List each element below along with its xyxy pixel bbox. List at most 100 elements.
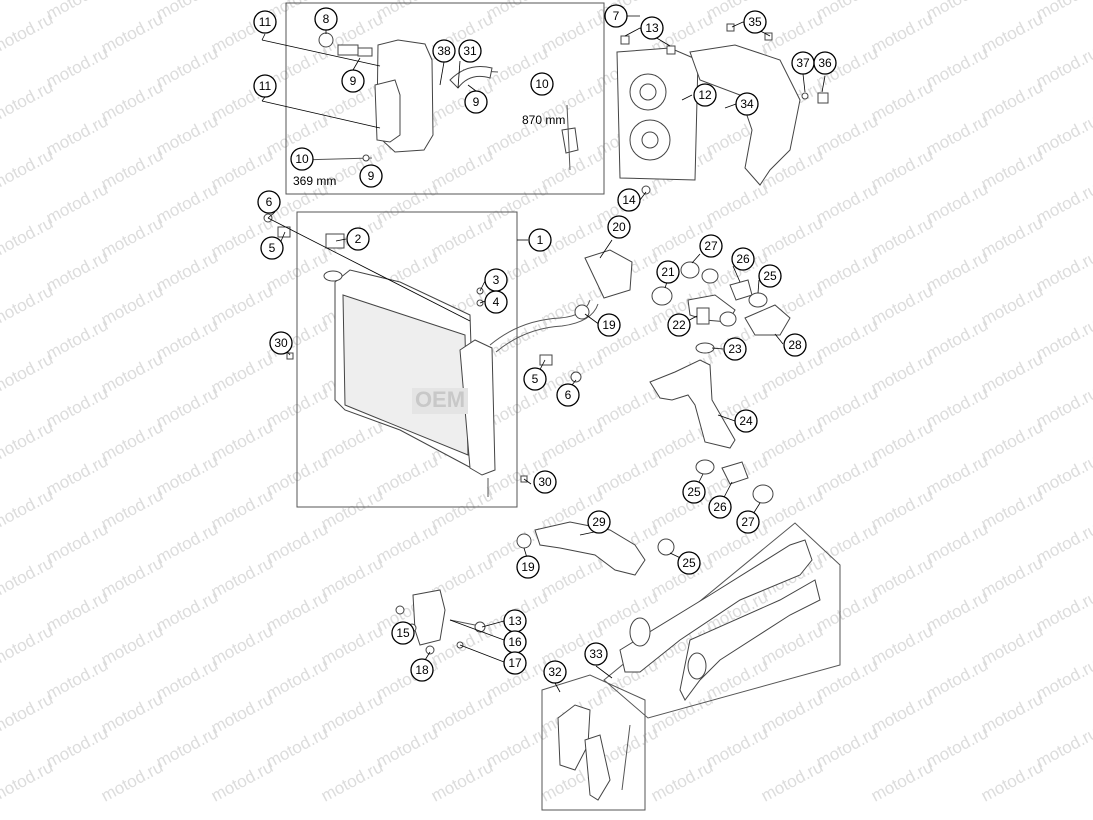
callout[interactable]: 34	[735, 92, 759, 116]
watermark-text: motod.ru	[43, 247, 111, 295]
watermark-text: motod.ru	[923, 723, 991, 771]
callout[interactable]: 4	[484, 290, 508, 314]
callout[interactable]: 30	[269, 331, 293, 355]
callout-number: 9	[350, 74, 357, 88]
callout-number: 11	[259, 79, 272, 93]
watermark-text: motod.ru	[648, 757, 716, 805]
callout[interactable]: 10	[530, 72, 554, 96]
watermark-text: motod.ru	[263, 655, 331, 703]
callout-number: 25	[687, 485, 701, 499]
callout-number: 7	[613, 9, 620, 23]
callout-number: 13	[508, 614, 522, 628]
watermark-text: motod.ru	[538, 553, 606, 601]
watermark-text: motod.ru	[538, 417, 606, 465]
watermark-text: motod.ru	[978, 553, 1046, 601]
callout[interactable]: 30	[533, 470, 557, 494]
callout[interactable]: 15	[391, 621, 415, 645]
watermark-text: motod.ru	[0, 281, 56, 329]
callout[interactable]: 6	[257, 190, 281, 214]
watermark-text: motod.ru	[868, 145, 936, 193]
callout[interactable]: 37	[791, 51, 815, 75]
watermark-text: motod.ru	[923, 247, 991, 295]
callout[interactable]: 5	[523, 367, 547, 391]
callout[interactable]: 9	[341, 69, 365, 93]
watermark-text: motod.ru	[373, 0, 441, 24]
callout[interactable]: 21	[656, 260, 680, 284]
expansion-tank-part	[299, 32, 579, 171]
callout-number: 9	[368, 169, 375, 183]
watermark-text: motod.ru	[153, 655, 221, 703]
watermark-text: motod.ru	[318, 689, 386, 737]
callout[interactable]: 8	[314, 7, 338, 31]
watermark-text: motod.ru	[208, 349, 276, 397]
callout[interactable]: 24	[734, 409, 758, 433]
watermark-text: motod.ru	[648, 689, 716, 737]
callout[interactable]: 26	[731, 247, 755, 271]
watermark-text: motod.ru	[978, 281, 1046, 329]
callout[interactable]: 2	[346, 227, 370, 251]
callout[interactable]: 17	[503, 651, 527, 675]
callout[interactable]: 6	[556, 383, 580, 407]
callout[interactable]: 13	[640, 16, 664, 40]
watermark-text: motod.ru	[813, 655, 881, 703]
callout[interactable]: 38	[432, 39, 456, 63]
callout-number: 27	[741, 515, 755, 529]
callout-number: 15	[396, 626, 410, 640]
callout-number: 37	[796, 56, 810, 70]
callout[interactable]: 31	[458, 39, 482, 63]
callout[interactable]: 20	[607, 215, 631, 239]
watermark-text: motod.ru	[0, 621, 56, 669]
callout[interactable]: 3	[484, 268, 508, 292]
watermark-text: motod.ru	[0, 757, 56, 805]
callout[interactable]: 25	[682, 480, 706, 504]
watermark-text: motod.ru	[98, 281, 166, 329]
watermark-text: motod.ru	[978, 145, 1046, 193]
callout[interactable]: 25	[758, 264, 782, 288]
callout[interactable]: 29	[587, 510, 611, 534]
callout[interactable]: 23	[723, 337, 747, 361]
watermark-text: motod.ru	[153, 43, 221, 91]
callout[interactable]: 25	[677, 551, 701, 575]
callout-number: 11	[259, 15, 272, 29]
watermark-text: motod.ru	[373, 723, 441, 771]
callout[interactable]: 1	[528, 228, 552, 252]
callout[interactable]: 27	[736, 510, 760, 534]
callout[interactable]: 36	[813, 51, 837, 75]
callout[interactable]: 19	[516, 555, 540, 579]
foam-part	[557, 704, 631, 801]
watermark-text: motod.ru	[428, 689, 496, 737]
watermark-text: motod.ru	[428, 213, 496, 261]
watermark-text: motod.ru	[153, 383, 221, 431]
callout[interactable]: 7	[604, 4, 628, 28]
callout[interactable]: 26	[708, 495, 732, 519]
callout[interactable]: 22	[667, 313, 691, 337]
callout[interactable]: 18	[410, 658, 434, 682]
callout[interactable]: 12	[693, 83, 717, 107]
callout[interactable]: 32	[543, 660, 567, 684]
callout[interactable]: 14	[617, 188, 641, 212]
callout[interactable]: 27	[699, 234, 723, 258]
callout[interactable]: 9	[464, 90, 488, 114]
callout[interactable]: 33	[584, 642, 608, 666]
callout-number: 20	[612, 220, 626, 234]
callout[interactable]: 9	[359, 164, 383, 188]
watermark-text: motod.ru	[428, 145, 496, 193]
callout[interactable]: 19	[597, 313, 621, 337]
callout[interactable]: 11	[253, 74, 277, 98]
watermark-text: motod.ru	[373, 519, 441, 567]
watermark-text: motod.ru	[373, 179, 441, 227]
watermark-text: motod.ru	[703, 519, 771, 567]
watermark-text: motod.ru	[978, 621, 1046, 669]
callout[interactable]: 5	[260, 236, 284, 260]
callout[interactable]: 10	[290, 147, 314, 171]
watermark-text: motod.ru	[813, 383, 881, 431]
callout[interactable]: 28	[783, 333, 807, 357]
callout-number: 25	[763, 269, 777, 283]
callout[interactable]: 13	[503, 609, 527, 633]
callout[interactable]: 35	[743, 10, 767, 34]
callout[interactable]: 16	[503, 630, 527, 654]
callout[interactable]: 11	[253, 10, 277, 34]
watermark-text: motod.ru	[483, 0, 551, 24]
watermark-text: motod.ru	[813, 723, 881, 771]
watermark-text: motod.ru	[1033, 247, 1093, 295]
